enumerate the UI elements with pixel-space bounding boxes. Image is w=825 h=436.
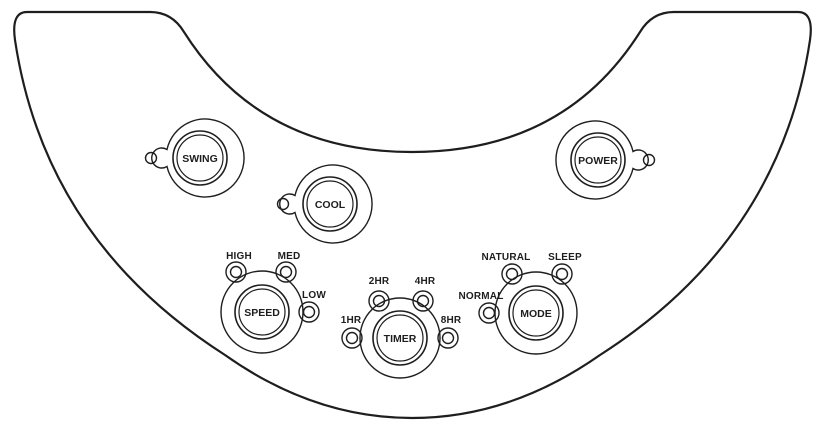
cool-button[interactable]: COOL xyxy=(276,164,373,244)
speed-label-low: LOW xyxy=(302,290,326,301)
speed-label-med: MED xyxy=(278,251,301,262)
speed-indicator-med xyxy=(275,261,297,283)
swing-button-label: SWING xyxy=(182,153,218,165)
power-button-label: POWER xyxy=(578,155,618,167)
mode-button[interactable]: MODE xyxy=(494,271,578,355)
timer-button[interactable]: TIMER xyxy=(359,297,441,379)
power-button[interactable]: POWER xyxy=(555,120,656,200)
panel-outline xyxy=(13,10,812,420)
mode-indicator-natural xyxy=(501,263,523,285)
mode-button-label: MODE xyxy=(520,308,552,320)
speed-indicator-high xyxy=(225,261,247,283)
cool-button-label: COOL xyxy=(315,199,346,211)
swing-button[interactable]: SWING xyxy=(144,118,245,198)
speed-button[interactable]: SPEED xyxy=(220,270,304,354)
speed-label-high: HIGH xyxy=(226,251,252,262)
mode-indicator-normal xyxy=(478,302,500,324)
mode-label-natural: NATURAL xyxy=(482,252,531,263)
timer-label-1hr: 1HR xyxy=(341,315,362,326)
timer-label-4hr: 4HR xyxy=(415,276,436,287)
timer-label-2hr: 2HR xyxy=(369,276,390,287)
mode-label-normal: NORMAL xyxy=(458,291,503,302)
timer-indicator-2hr xyxy=(368,290,390,312)
mode-indicator-sleep xyxy=(551,263,573,285)
timer-button-label: TIMER xyxy=(384,333,417,345)
timer-indicator-8hr xyxy=(437,327,459,349)
speed-button-label: SPEED xyxy=(244,307,280,319)
speed-indicator-low xyxy=(298,301,320,323)
mode-label-sleep: SLEEP xyxy=(548,252,582,263)
timer-indicator-4hr xyxy=(412,290,434,312)
timer-label-8hr: 8HR xyxy=(441,315,462,326)
timer-indicator-1hr xyxy=(341,327,363,349)
